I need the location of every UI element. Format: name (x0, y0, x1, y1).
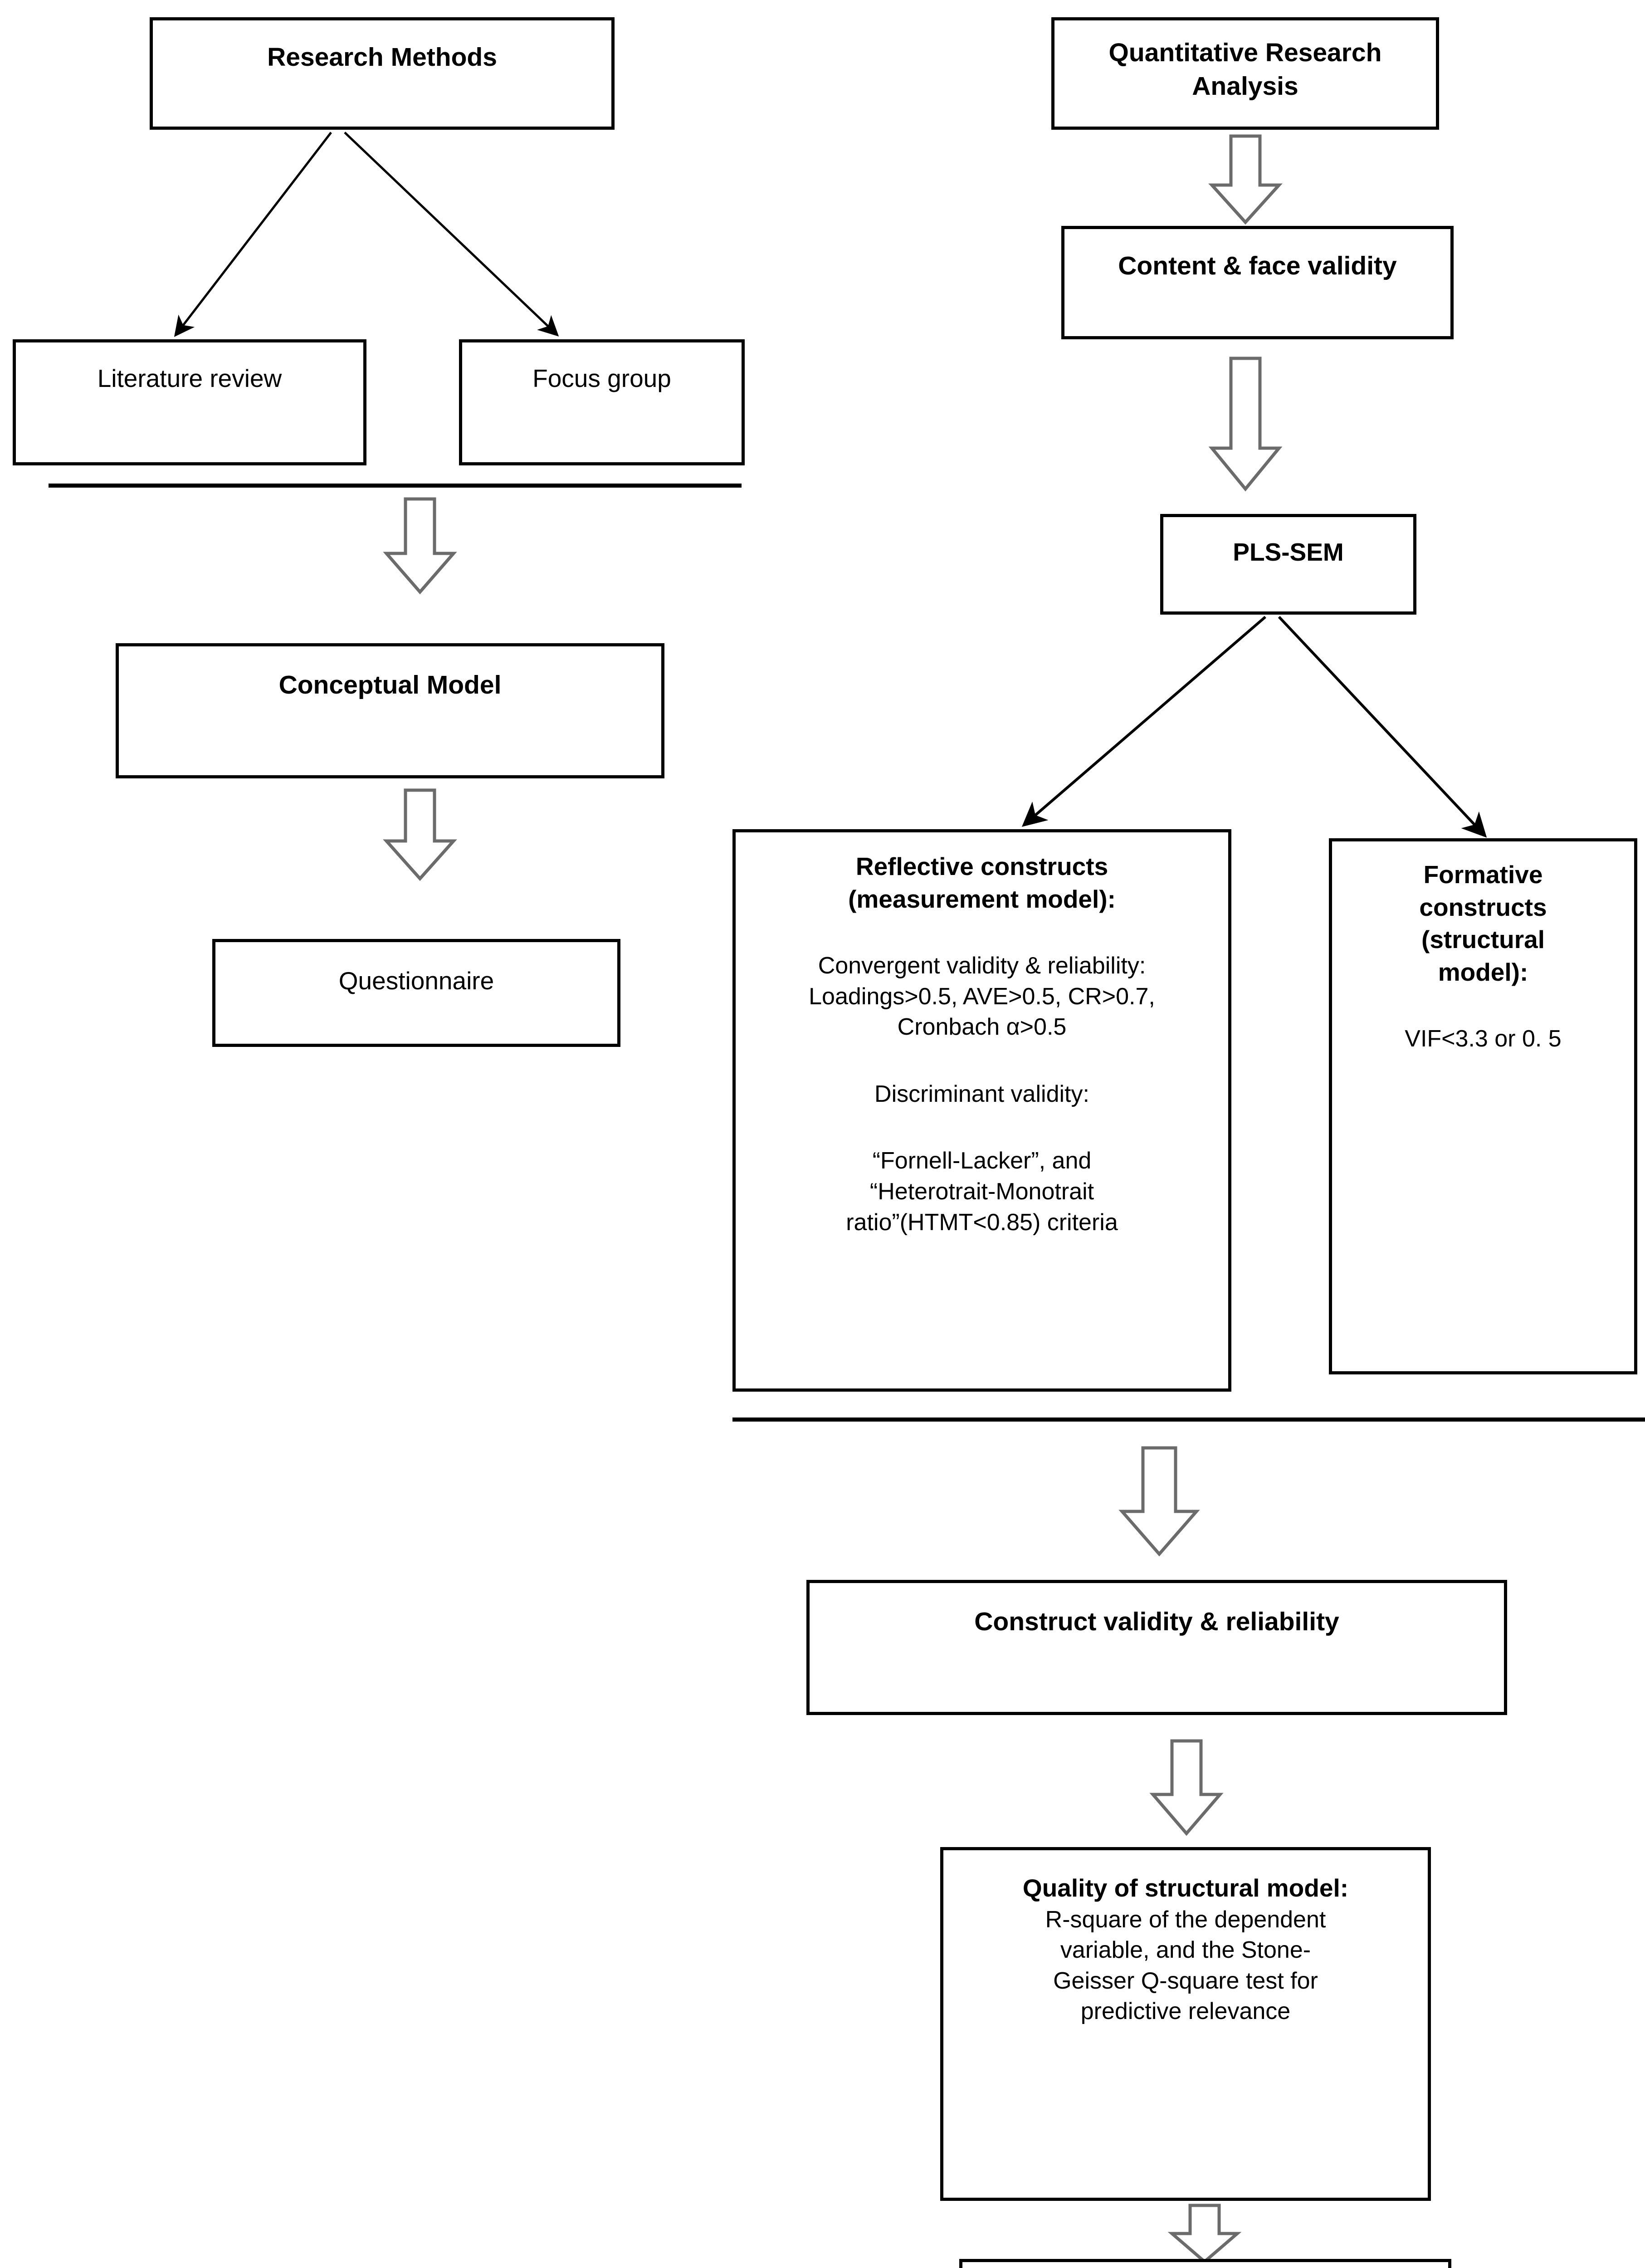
reflective-body-line6: “Heterotrait-Monotrait (869, 1178, 1094, 1205)
node-focus-group-label: Focus group (532, 364, 671, 392)
node-construct-validity-label: Construct validity & reliability (974, 1607, 1339, 1636)
node-quality-of-structural-model[interactable]: Quality of structural model: R-square of… (940, 1847, 1431, 2201)
formative-heading-line3: (structural (1421, 925, 1545, 953)
node-construct-validity-reliability[interactable]: Construct validity & reliability (806, 1580, 1507, 1715)
node-quantitative-research-analysis[interactable]: Quantitative Research Analysis (1051, 17, 1439, 130)
quality-body-line2: variable, and the Stone- (1060, 1937, 1311, 1964)
node-content-face-validity-label: Content & face validity (1118, 251, 1397, 280)
reflective-body-line2: Loadings>0.5, AVE>0.5, CR>0.7, (809, 983, 1155, 1010)
block-arrow-to-questionnaire (383, 788, 457, 881)
node-structural-model-analysis[interactable]: Structural model analysis: Bootstrapping… (959, 2259, 1451, 2268)
node-qra-label-line1: Quantitative Research (1108, 38, 1382, 67)
formative-heading-line2: constructs (1419, 893, 1547, 921)
block-arrow-to-quality-structural-model (1149, 1739, 1224, 1836)
quality-body-line3: Geisser Q-square test for (1053, 1967, 1318, 1994)
reflective-heading-line2: (measurement model): (848, 885, 1116, 913)
block-arrow-to-pls-sem (1208, 357, 1283, 492)
node-questionnaire-label: Questionnaire (338, 967, 494, 995)
node-qra-label-line2: Analysis (1192, 72, 1298, 101)
node-pls-sem[interactable]: PLS-SEM (1160, 514, 1416, 615)
reflective-body-line3: Cronbach α>0.5 (897, 1014, 1067, 1041)
node-reflective-constructs[interactable]: Reflective constructs (measurement model… (732, 829, 1231, 1392)
divider-left (49, 484, 742, 488)
reflective-body-line4: Discriminant validity: (874, 1080, 1089, 1107)
block-arrow-to-content-face-validity (1208, 134, 1283, 225)
node-content-face-validity[interactable]: Content & face validity (1061, 226, 1454, 339)
formative-heading-line4: model): (1438, 958, 1528, 986)
node-conceptual-model[interactable]: Conceptual Model (116, 643, 664, 778)
block-arrow-to-structural-model-analysis (1167, 2204, 1242, 2264)
node-pls-sem-label: PLS-SEM (1233, 538, 1344, 566)
quality-body-line4: predictive relevance (1080, 1998, 1291, 2025)
formative-body-line1: VIF<3.3 or 0. 5 (1405, 1026, 1562, 1052)
formative-heading-line1: Formative (1423, 860, 1543, 889)
reflective-body-line5: “Fornell-Lacker”, and (872, 1148, 1092, 1174)
node-formative-constructs[interactable]: Formative constructs (structural model):… (1329, 838, 1637, 1374)
quality-heading: Quality of structural model: (1022, 1874, 1349, 1902)
node-conceptual-model-label: Conceptual Model (278, 670, 502, 699)
node-literature-review-label: Literature review (97, 364, 282, 392)
node-questionnaire[interactable]: Questionnaire (212, 939, 620, 1047)
block-arrow-to-construct-validity (1118, 1446, 1200, 1557)
divider-right (732, 1418, 1645, 1422)
node-literature-review[interactable]: Literature review (13, 339, 366, 465)
reflective-body-line1: Convergent validity & reliability: (818, 953, 1146, 979)
reflective-heading-line1: Reflective constructs (855, 852, 1108, 880)
node-research-methods[interactable]: Research Methods (150, 17, 615, 130)
quality-body-line1: R-square of the dependent (1045, 1906, 1326, 1933)
reflective-body-line7: ratio”(HTMT<0.85) criteria (846, 1209, 1118, 1236)
block-arrow-to-conceptual-model (383, 497, 457, 595)
node-focus-group[interactable]: Focus group (459, 339, 745, 465)
node-research-methods-label: Research Methods (267, 43, 497, 72)
